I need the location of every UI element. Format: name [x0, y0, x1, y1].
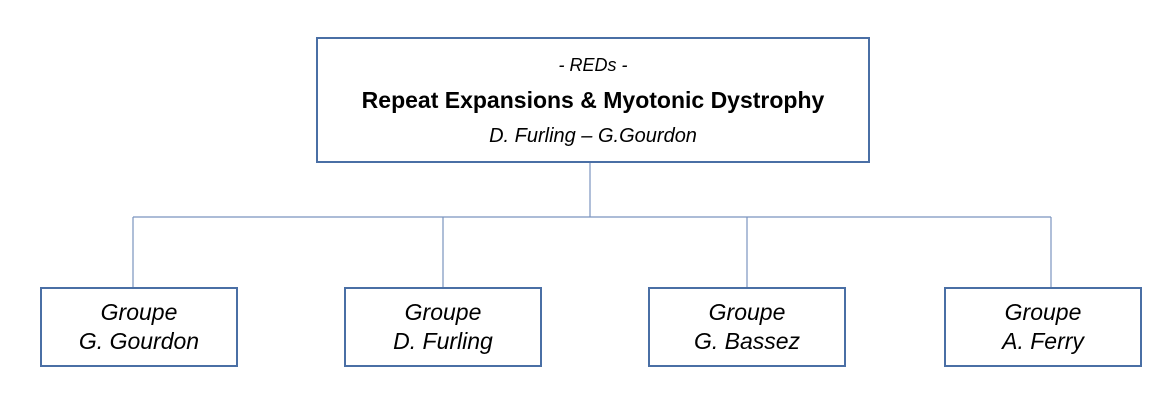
- group-leader: D. Furling: [393, 328, 493, 354]
- root-node: - REDs - Repeat Expansions & Myotonic Dy…: [316, 37, 870, 163]
- group-label: Groupe: [708, 299, 786, 325]
- group-leader: G. Gourdon: [78, 328, 200, 354]
- root-title: Repeat Expansions & Myotonic Dystrophy: [361, 87, 825, 113]
- root-acronym: - REDs -: [558, 55, 628, 75]
- group-label: Groupe: [1004, 299, 1082, 325]
- group-label: Groupe: [100, 299, 178, 325]
- group-node-ferry: Groupe A. Ferry: [944, 287, 1142, 367]
- group-leader: A. Ferry: [1002, 328, 1084, 354]
- group-label: Groupe: [404, 299, 482, 325]
- group-node-gourdon: Groupe G. Gourdon: [40, 287, 238, 367]
- group-node-bassez: Groupe G. Bassez: [648, 287, 846, 367]
- root-leaders: D. Furling – G.Gourdon: [489, 125, 697, 147]
- group-node-furling: Groupe D. Furling: [344, 287, 542, 367]
- group-leader: G. Bassez: [693, 328, 801, 354]
